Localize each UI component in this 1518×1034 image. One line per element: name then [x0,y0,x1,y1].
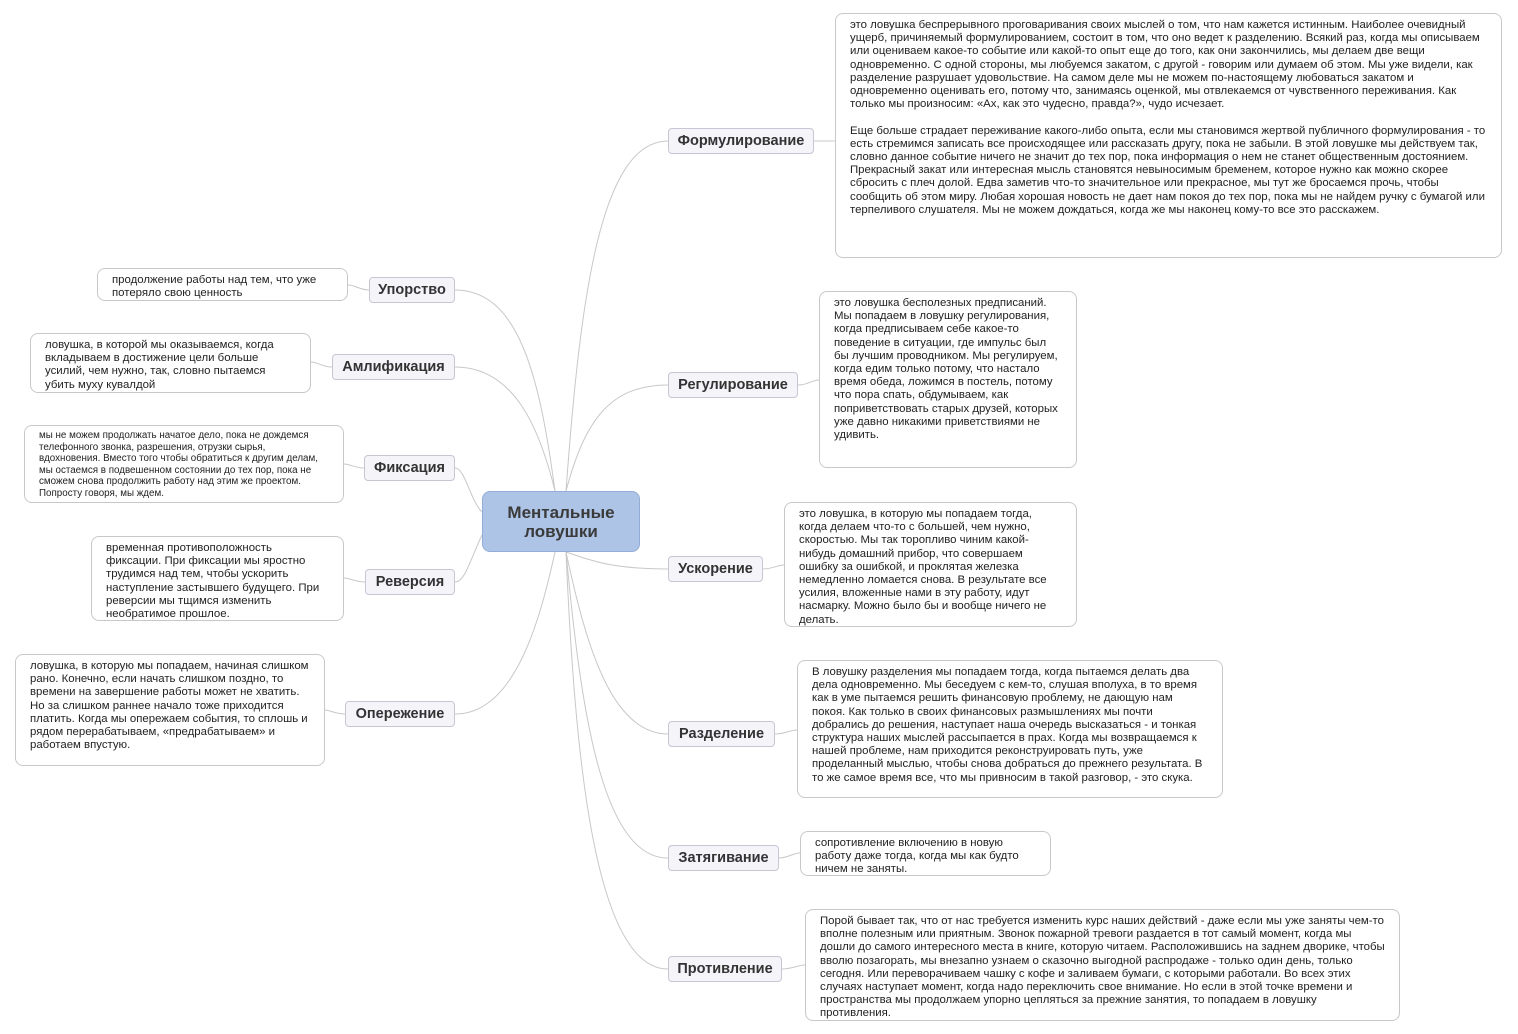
central-topic[interactable]: Ментальные ловушки [482,491,640,552]
link-note-operezhenie [324,709,346,715]
topic-uporstvo-label: Упорство [378,282,446,298]
topic-regulirovanie[interactable]: Регулирование [668,372,798,398]
topic-zatyagivanie-label: Затягивание [678,850,769,866]
link-zatyagivanie [565,551,669,859]
topic-protivlenie[interactable]: Противление [668,956,782,982]
topic-amplifikatsiya-label: Амлификация [342,359,445,375]
topic-protivlenie-label: Противление [677,961,773,977]
link-uskorenie [565,551,669,570]
central-topic-label: Ментальные ловушки [507,502,615,541]
topic-uskorenie-label: Ускорение [678,561,753,577]
link-note-razdelenie [774,729,798,735]
topic-reversiya[interactable]: Реверсия [365,569,455,595]
topic-operezhenie[interactable]: Опережение [345,701,455,727]
link-note-zatyagivanie [778,852,801,859]
link-note-protivlenie [781,964,806,970]
link-note-regulirovanie [797,379,820,386]
link-note-reversiya [343,577,366,583]
note-reversiya: временная противоположность фиксации. Пр… [91,536,344,621]
link-operezhenie [454,551,556,715]
link-note-uskorenie [762,564,785,570]
topic-fiksatsiya[interactable]: Фиксация [364,455,455,481]
link-uporstvo [454,289,556,492]
topic-uskorenie[interactable]: Ускорение [668,556,763,582]
link-regulirovanie [565,384,669,492]
topic-razdelenie-label: Разделение [678,726,765,742]
note-formulirovanie: это ловушка беспрерывного проговаривания… [835,13,1502,258]
note-regulirovanie: это ловушка бесполезных предписаний. Мы … [819,291,1077,468]
topic-operezhenie-label: Опережение [355,706,445,722]
note-amplifikatsiya: ловушка, в которой мы оказываемся, когда… [30,333,311,393]
link-formulirovanie [565,140,669,492]
link-note-amplifikatsiya [310,361,333,368]
link-note-uporstvo [347,284,370,291]
note-protivlenie: Порой бывает так, что от нас требуется и… [805,909,1400,1021]
note-operezhenie: ловушка, в которую мы попадаем, начиная … [15,654,325,766]
link-razdelenie [565,551,669,735]
topic-uporstvo[interactable]: Упорство [369,277,455,303]
note-uskorenie: это ловушка, в которую мы попадаем тогда… [784,502,1077,627]
note-zatyagivanie: сопротивление включению в новую работу д… [800,831,1051,876]
note-razdelenie: В ловушку разделения мы попадаем тогда, … [797,660,1223,798]
link-protivlenie [565,551,669,970]
link-fiksatsiya [454,467,483,513]
topic-regulirovanie-label: Регулирование [678,377,788,393]
topic-formulirovanie-label: Формулирование [677,133,805,149]
link-note-fiksatsiya [343,463,365,469]
link-amplifikatsiya [454,366,556,492]
note-uporstvo: продолжение работы над тем, что уже поте… [97,268,348,301]
topic-razdelenie[interactable]: Разделение [668,721,775,747]
link-reversiya [454,534,483,583]
topic-amplifikatsiya[interactable]: Амлификация [332,354,455,380]
note-fiksatsiya: мы не можем продолжать начатое дело, пок… [24,425,344,503]
topic-fiksatsiya-label: Фиксация [374,460,445,476]
topic-reversiya-label: Реверсия [375,574,445,590]
topic-formulirovanie[interactable]: Формулирование [668,128,814,154]
topic-zatyagivanie[interactable]: Затягивание [668,845,779,871]
